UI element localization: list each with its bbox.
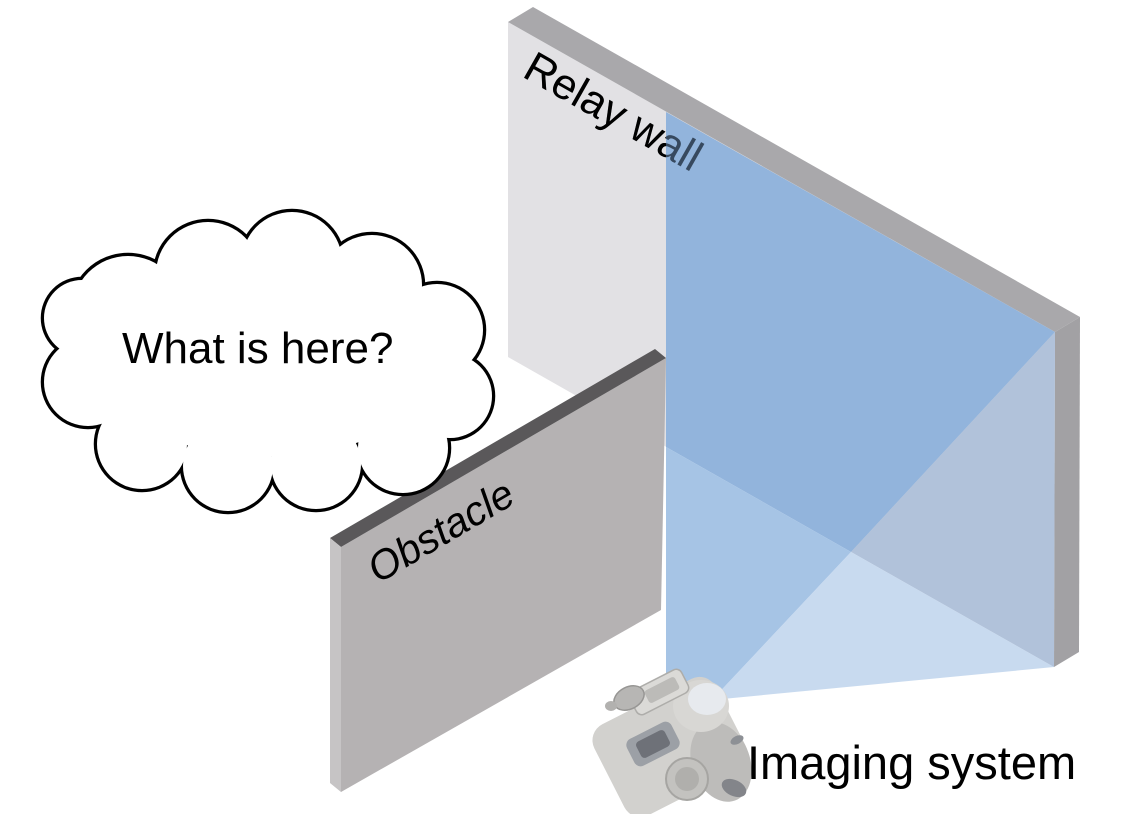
obstacle-face bbox=[341, 358, 666, 792]
obstacle-top-edge bbox=[330, 349, 666, 547]
relay-wall-top-edge bbox=[508, 7, 1080, 332]
beam-left-region bbox=[666, 447, 851, 700]
camera-viewfinder-eyepiece bbox=[636, 730, 670, 758]
imaging-system-label: Imaging system bbox=[747, 736, 1076, 789]
thought-cloud: What is here? bbox=[40, 208, 496, 515]
beam-lower-region bbox=[712, 552, 1054, 700]
camera-lens-face bbox=[688, 683, 726, 715]
beam-right-region bbox=[851, 332, 1055, 667]
camera-lens-ring-inner bbox=[675, 767, 699, 791]
cloud-fill bbox=[44, 212, 492, 511]
camera-shutter-button bbox=[730, 735, 744, 745]
camera-side-port bbox=[721, 778, 747, 798]
obstacle-left-edge bbox=[330, 538, 341, 792]
thought-text: What is here? bbox=[122, 324, 393, 373]
camera-icon bbox=[592, 668, 752, 814]
relay-wall-right-edge bbox=[1054, 317, 1080, 667]
camera-beam bbox=[666, 112, 1055, 700]
camera-strap-lug bbox=[605, 701, 617, 711]
camera-hot-shoe bbox=[644, 677, 680, 703]
beam-upper-region bbox=[666, 112, 1055, 552]
